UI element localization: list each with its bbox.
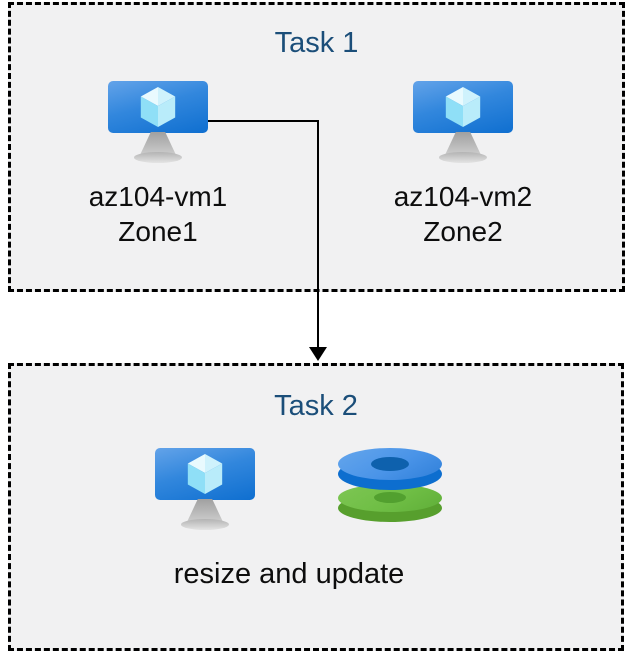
virtual-machine-icon bbox=[108, 81, 208, 165]
monitor-base bbox=[181, 519, 229, 530]
vm1-name-label: az104-vm1 bbox=[88, 181, 228, 212]
monitor-stand bbox=[187, 499, 223, 522]
cube-icon bbox=[187, 453, 223, 495]
connector-line-horizontal bbox=[208, 120, 319, 122]
monitor-stand bbox=[445, 132, 481, 155]
monitor-screen bbox=[155, 448, 255, 500]
disks-icon bbox=[338, 448, 442, 524]
vm2-labels: az104-vm2 Zone2 bbox=[383, 179, 543, 249]
vm1-group: az104-vm1 Zone1 bbox=[78, 81, 238, 249]
virtual-machine-icon bbox=[155, 448, 255, 532]
down-arrow-icon bbox=[309, 347, 327, 361]
virtual-machine-icon bbox=[413, 81, 513, 165]
monitor-base bbox=[134, 152, 182, 163]
vm1-zone-label: Zone1 bbox=[118, 216, 198, 247]
task2-vm-group bbox=[155, 448, 255, 532]
vm2-group: az104-vm2 Zone2 bbox=[383, 81, 543, 249]
task2-box: Task 2 bbox=[8, 363, 624, 651]
task1-title: Task 1 bbox=[274, 27, 359, 59]
task2-title: Task 2 bbox=[274, 390, 358, 422]
monitor-stand bbox=[140, 132, 176, 155]
blue-disk-hole bbox=[371, 457, 409, 471]
connector-line-vertical bbox=[317, 120, 319, 348]
vm1-labels: az104-vm1 Zone1 bbox=[78, 179, 238, 249]
monitor-base bbox=[439, 152, 487, 163]
task1-box: Task 1 az104-vm1 Zone1 bbox=[8, 2, 625, 292]
vm2-zone-label: Zone2 bbox=[423, 216, 503, 247]
task2-caption: resize and update bbox=[173, 558, 405, 590]
monitor-screen bbox=[108, 81, 208, 133]
vm2-name-label: az104-vm2 bbox=[393, 181, 533, 212]
cube-icon bbox=[140, 86, 176, 128]
green-disk-hole bbox=[374, 492, 406, 503]
cube-icon bbox=[445, 86, 481, 128]
monitor-screen bbox=[413, 81, 513, 133]
